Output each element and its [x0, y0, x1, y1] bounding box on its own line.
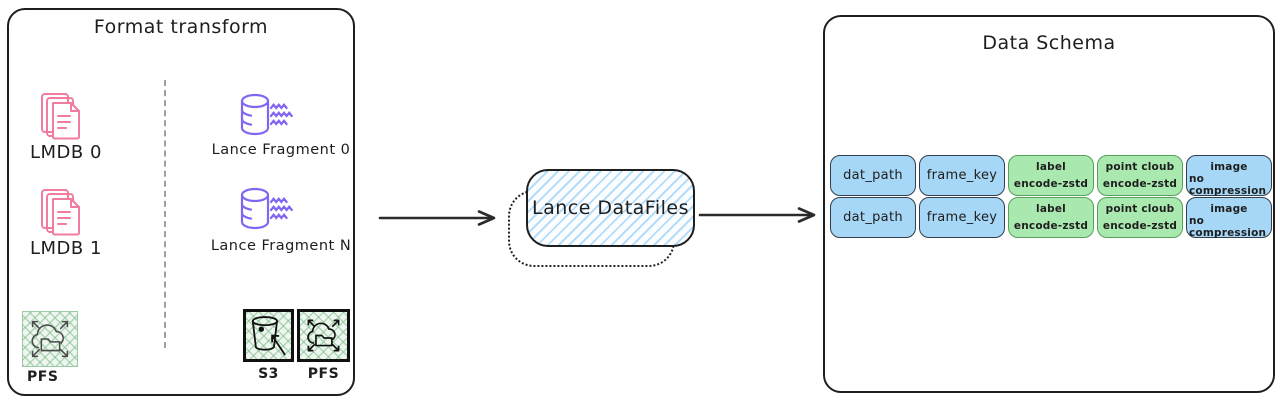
s3-target-label: S3	[258, 366, 279, 382]
schema-cell-point-cloud: point cloub encode-zstd	[1097, 197, 1183, 238]
flow-arrow-left	[378, 206, 502, 230]
schema-row: dat_path frame_key label encode-zstd poi…	[830, 197, 1272, 239]
schema-cell-image: image no compression	[1186, 197, 1272, 239]
flow-arrow-right	[698, 203, 822, 227]
pfs-target-label: PFS	[307, 366, 340, 382]
panel-divider	[164, 80, 166, 348]
cell-encoding: encode-zstd	[1013, 178, 1089, 190]
cell-name: frame_key	[926, 210, 998, 225]
cell-encoding: encode-zstd	[1102, 178, 1178, 190]
lance-fragment-icon	[236, 186, 294, 234]
schema-cell-dat-path: dat_path	[830, 197, 916, 238]
pfs-cloud-storage-icon	[297, 309, 350, 362]
schema-cell-image: image no compression	[1186, 155, 1272, 197]
cell-name: point cloub	[1105, 203, 1175, 215]
cell-name: dat_path	[843, 210, 903, 225]
pfs-cloud-storage-icon	[22, 311, 78, 367]
lance-fragment-0-label: Lance Fragment 0	[211, 142, 351, 158]
lance-datafiles-label: Lance DataFiles	[531, 197, 689, 219]
cell-name: label	[1036, 203, 1066, 215]
cell-encoding: no compression	[1189, 173, 1267, 197]
cell-name: point cloub	[1105, 161, 1175, 173]
cell-encoding: encode-zstd	[1102, 220, 1178, 232]
cell-name: image	[1210, 203, 1248, 215]
schema-cell-label: label encode-zstd	[1008, 197, 1094, 238]
schema-row: dat_path frame_key label encode-zstd poi…	[830, 155, 1272, 197]
cell-name: label	[1036, 161, 1066, 173]
cell-name: dat_path	[843, 168, 903, 183]
lmdb-documents-icon	[38, 188, 90, 242]
lance-fragment-icon	[236, 92, 294, 140]
cell-name: frame_key	[926, 168, 998, 183]
schema-cell-frame-key: frame_key	[919, 197, 1005, 238]
pfs-source-label: PFS	[27, 369, 59, 385]
data-schema-title: Data Schema	[982, 32, 1116, 54]
lmdb-1-label: LMDB 1	[30, 238, 102, 259]
schema-cell-point-cloud: point cloub encode-zstd	[1097, 155, 1183, 196]
cell-name: image	[1210, 161, 1248, 173]
cell-encoding: no compression	[1189, 215, 1267, 239]
schema-cell-dat-path: dat_path	[830, 155, 916, 196]
format-transform-title: Format transform	[93, 16, 269, 38]
lmdb-0-label: LMDB 0	[30, 142, 102, 163]
s3-bucket-icon	[243, 309, 294, 362]
lance-fragment-n-label: Lance Fragment N	[210, 238, 352, 254]
schema-cell-frame-key: frame_key	[919, 155, 1005, 196]
schema-cell-label: label encode-zstd	[1008, 155, 1094, 196]
cell-encoding: encode-zstd	[1013, 220, 1089, 232]
lance-datafiles-box: Lance DataFiles	[526, 169, 695, 247]
lmdb-documents-icon	[38, 92, 90, 146]
